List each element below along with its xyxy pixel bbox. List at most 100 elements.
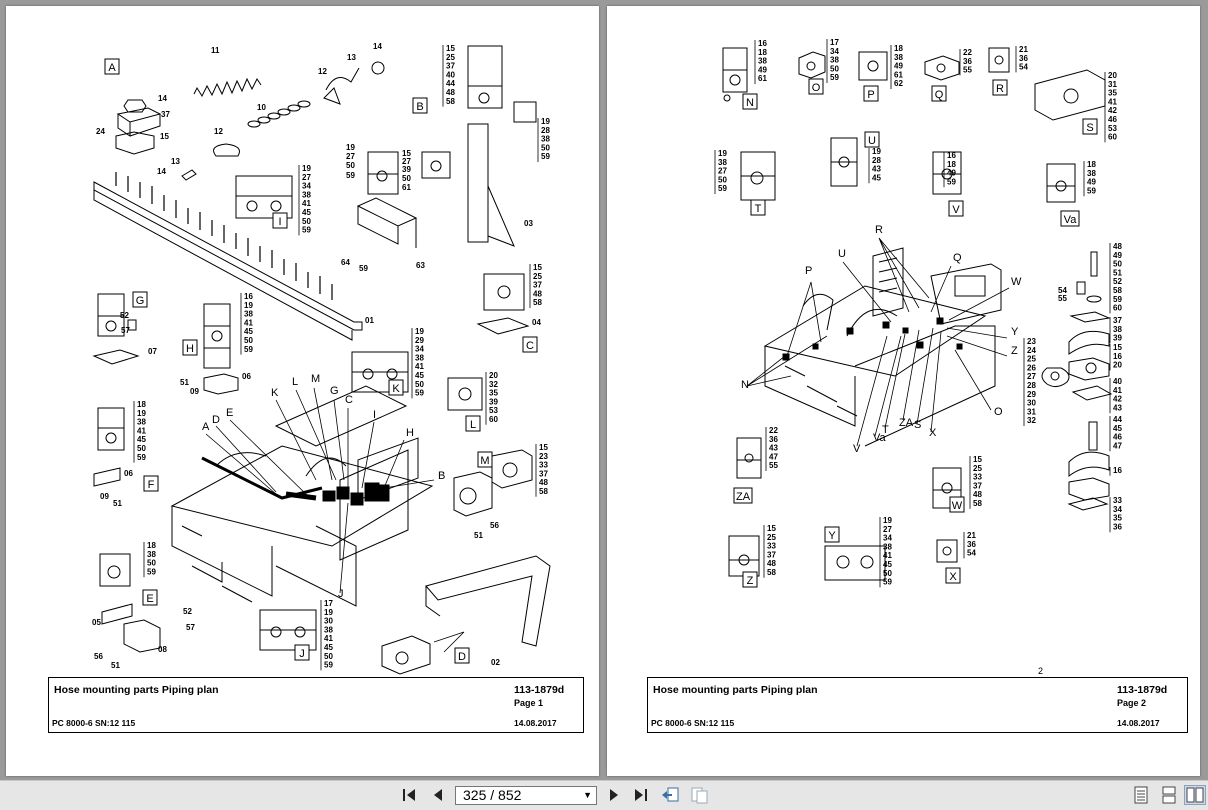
- part-callout: W: [1011, 276, 1022, 288]
- document-date: 14.08.2017: [514, 718, 557, 728]
- part-number: 42: [1108, 106, 1117, 115]
- part-number: 45: [244, 327, 253, 336]
- part-callout: C: [345, 394, 353, 406]
- continuous-page-icon: [1162, 786, 1176, 804]
- part-number: 29: [1027, 390, 1036, 399]
- view-letter-box: [1082, 118, 1098, 135]
- part-callout: 15: [402, 149, 411, 158]
- part-callout: 63: [416, 261, 425, 270]
- part-callout: Z: [1011, 345, 1018, 357]
- view-letter: I: [278, 216, 281, 228]
- part-number: 58: [539, 487, 548, 496]
- part-callout: 56: [94, 652, 103, 661]
- part-callout: 51: [474, 531, 483, 540]
- part-callout: Y: [1011, 326, 1019, 338]
- part-callout: P: [805, 265, 812, 277]
- part-number: 33: [539, 461, 548, 470]
- part-number: 19: [883, 516, 892, 525]
- view-letter: C: [526, 340, 534, 352]
- view-letter: K: [392, 383, 400, 395]
- page-number-input[interactable]: 325 / 852 ▼: [455, 786, 597, 805]
- machine-model: PC 8000-6 SN:12 115: [651, 718, 735, 728]
- last-page-button[interactable]: [629, 785, 651, 805]
- part-number: 25: [1027, 355, 1036, 364]
- part-number: 31: [1108, 80, 1117, 89]
- part-number: 61: [894, 70, 903, 79]
- part-number: 38: [415, 353, 424, 362]
- part-number: 41: [302, 199, 311, 208]
- part-number: 43: [872, 165, 881, 174]
- previous-page-button[interactable]: [427, 785, 449, 805]
- part-number: 25: [446, 53, 455, 62]
- part-callout: S: [914, 419, 921, 431]
- part-number: 44: [446, 79, 455, 88]
- part-number: 19: [302, 164, 311, 173]
- part-callout: 50: [346, 161, 355, 170]
- two-page-view-button[interactable]: [1184, 785, 1206, 805]
- view-letter: U: [868, 135, 876, 147]
- part-number: 19: [137, 409, 146, 418]
- pdf-viewer-toolbar: 325 / 852 ▼: [0, 780, 1208, 810]
- view-letter: T: [755, 203, 762, 215]
- part-callout: V: [853, 443, 861, 455]
- go-forward-view-button[interactable]: [689, 785, 711, 805]
- part-callout: 10: [257, 103, 266, 112]
- part-callout: 19: [346, 143, 355, 152]
- part-number: 59: [324, 661, 333, 670]
- part-number: 36: [967, 540, 976, 549]
- view-letter: X: [949, 571, 957, 583]
- part-callout: 51: [111, 661, 120, 670]
- part-callout: 37: [161, 110, 170, 119]
- view-letter-box: [182, 339, 198, 356]
- part-number: 30: [324, 617, 333, 626]
- view-letter-box: [742, 571, 758, 588]
- part-number: 27: [1027, 372, 1036, 381]
- part-number: 41: [244, 318, 253, 327]
- part-number: 38: [147, 550, 156, 559]
- view-letter-box: [522, 336, 538, 353]
- part-callout: 61: [402, 183, 411, 192]
- part-number: 20: [489, 371, 498, 380]
- part-callout: E: [226, 407, 233, 419]
- first-page-button[interactable]: [399, 785, 421, 805]
- view-letter-box: [949, 496, 965, 513]
- part-callout: 15: [160, 132, 169, 141]
- part-number: 59: [137, 453, 146, 462]
- part-number: 59: [947, 177, 956, 186]
- part-number: 19: [872, 147, 881, 156]
- part-callout: 13: [347, 53, 356, 62]
- part-callout: 05: [92, 618, 101, 627]
- part-number: 61: [758, 74, 767, 83]
- go-back-view-button[interactable]: [659, 785, 681, 805]
- part-number: 33: [973, 473, 982, 482]
- back-view-icon: [662, 787, 679, 802]
- view-letter: Y: [828, 530, 836, 542]
- part-number: 28: [872, 156, 881, 165]
- single-page-view-button[interactable]: [1130, 785, 1152, 805]
- continuous-view-button[interactable]: [1158, 785, 1180, 805]
- part-number: 45: [872, 173, 881, 182]
- part-number: 25: [973, 464, 982, 473]
- part-callout: ZA: [899, 417, 914, 429]
- view-letter-box: [142, 589, 158, 606]
- part-number: 27: [883, 525, 892, 534]
- part-number: 43: [769, 444, 778, 453]
- part-number: 16: [947, 151, 956, 160]
- part-callout: H: [406, 427, 414, 439]
- part-number: 55: [769, 461, 778, 470]
- next-page-button[interactable]: [603, 785, 625, 805]
- view-letter-box: [454, 647, 470, 664]
- part-number: 59: [1113, 295, 1122, 304]
- part-number: 39: [489, 397, 498, 406]
- part-number: 19: [541, 117, 550, 126]
- part-number: 16: [758, 39, 767, 48]
- drawing-title: Hose mounting parts Piping plan: [653, 684, 818, 696]
- part-callout: 24: [96, 127, 105, 136]
- part-number: 33: [1113, 496, 1122, 505]
- view-letter-box: [808, 78, 824, 95]
- part-number: 37: [973, 481, 982, 490]
- part-callout: Q: [953, 252, 962, 264]
- view-letter: P: [867, 89, 874, 101]
- part-number: 50: [718, 175, 727, 184]
